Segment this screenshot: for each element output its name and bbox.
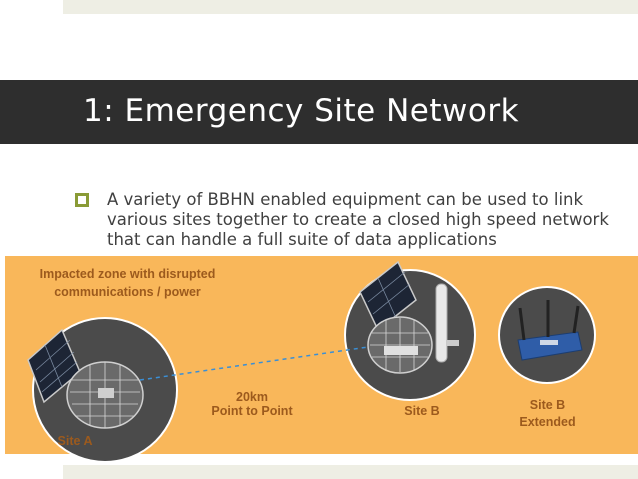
point-to-point-link [139,346,369,381]
grid-dish-antenna-icon [367,316,433,374]
slide-title: 1: Emergency Site Network [83,93,520,129]
grid-dish-antenna-icon [66,361,144,429]
site-a-node [27,317,178,463]
link-distance-label: 20km [236,390,268,404]
top-decor-bar [63,0,638,14]
bullet-square-icon [75,193,89,207]
solar-panel-icon [27,328,81,404]
wireless-router-icon [517,300,583,361]
bullet-text: A variety of BBHN enabled equipment can … [107,190,609,249]
site-a-label: Site A [57,434,93,448]
link-type-label: Point to Point [211,404,293,418]
site-b-node [344,260,476,401]
site-b-extended-label-line2: Extended [519,415,576,429]
title-band [0,80,638,144]
site-b-extended-label-line1: Site B [529,398,566,412]
impacted-zone-label: Impacted zone with disrupted communicati… [39,267,216,299]
bottom-decor-bar [63,465,638,479]
omni-antenna-icon [435,283,459,363]
solar-panel-icon [359,260,417,332]
site-b-extended-node [498,286,596,384]
site-b-label: Site B [404,404,440,418]
